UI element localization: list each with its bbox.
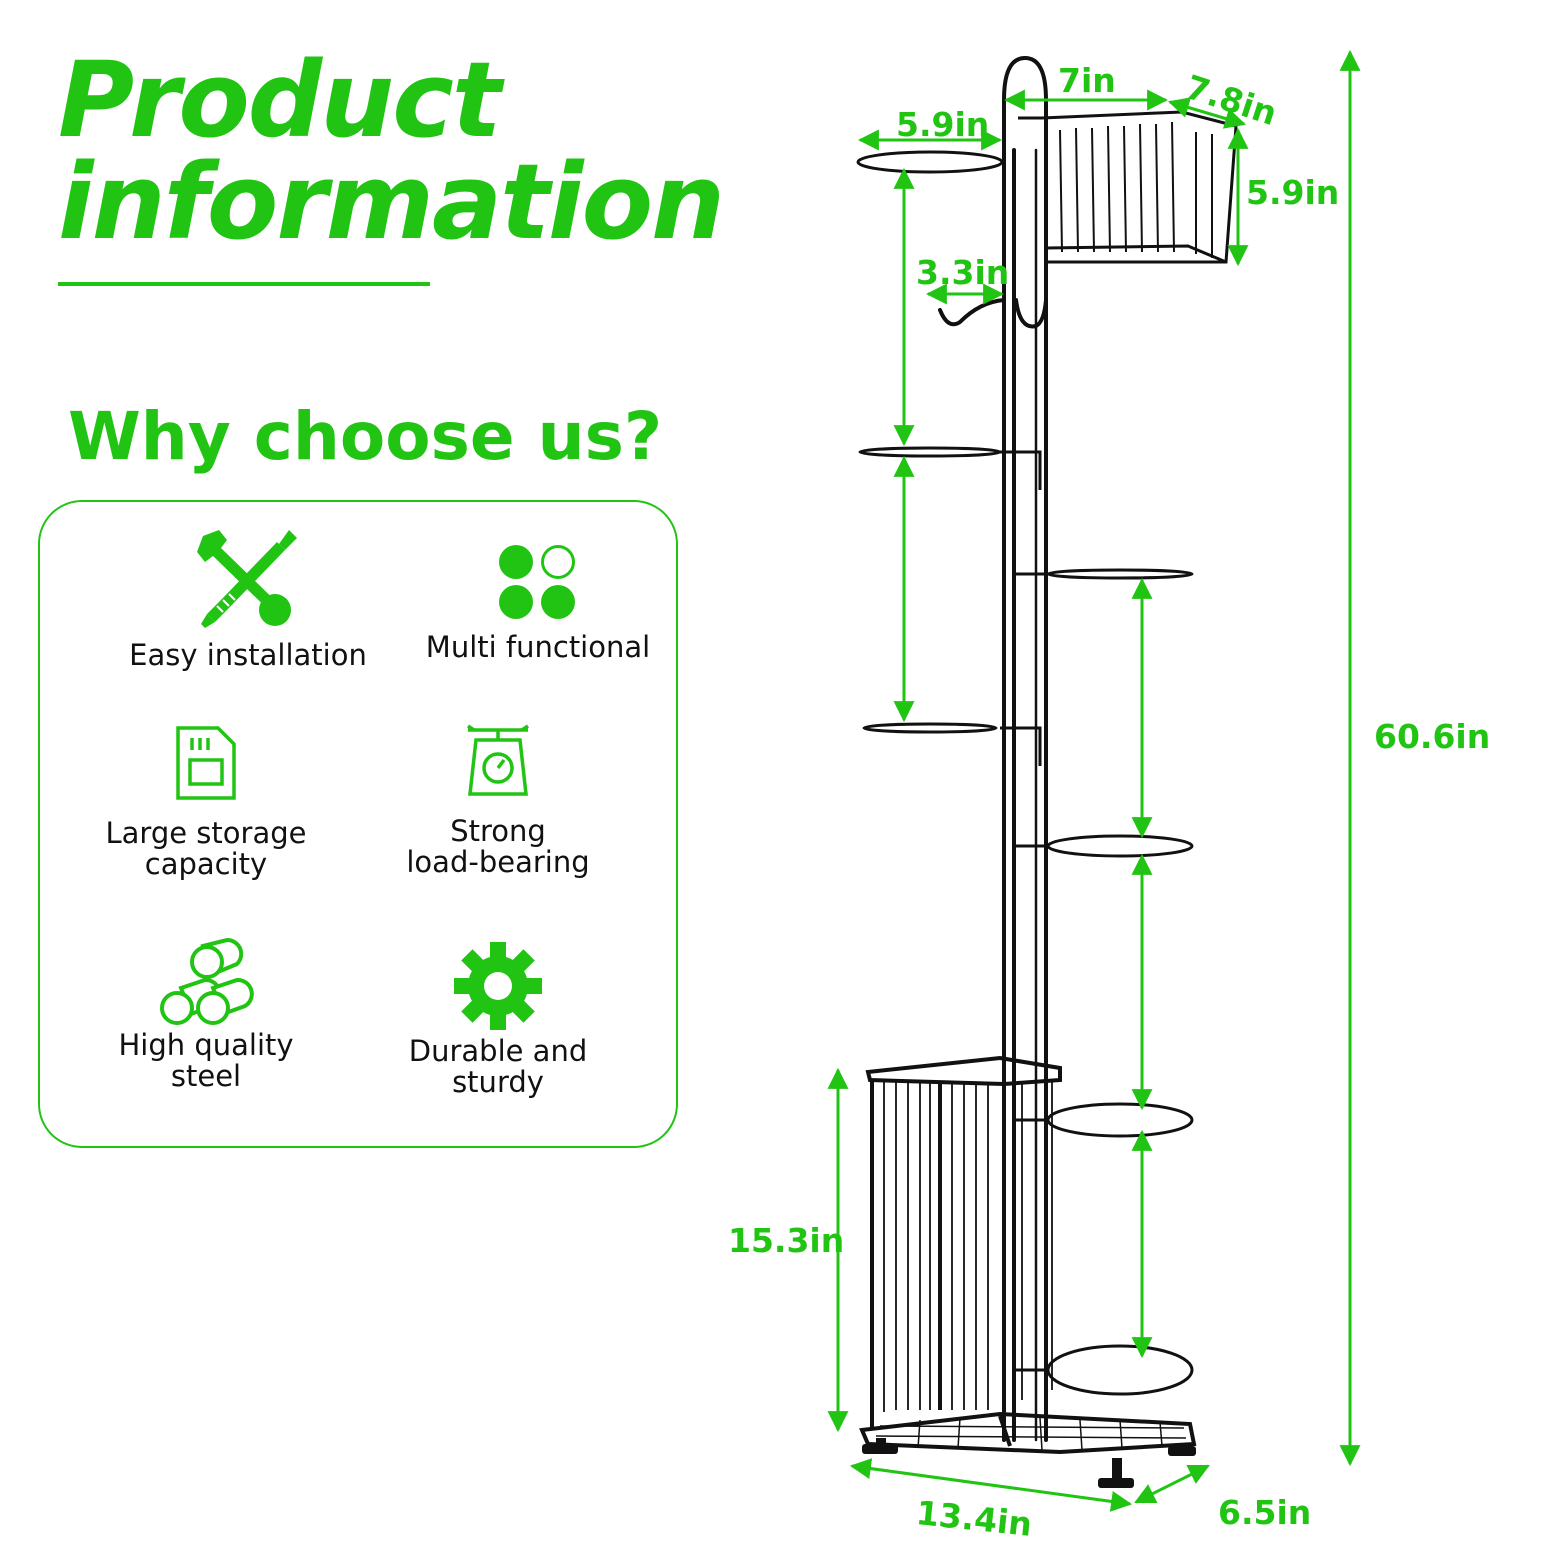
product-diagram: 5.9in 7in 7.8in 5.9in 3.3in 60.6in 15.3i…: [700, 0, 1568, 1568]
dim-hook-length: 3.3in: [916, 253, 1010, 292]
storage-card-icon: [176, 726, 236, 800]
feature-label: Large storage capacity: [105, 816, 307, 881]
scale-icon: [467, 724, 529, 796]
circles-icon: [499, 545, 575, 619]
feature-high-quality-steel: High quality steel: [66, 936, 346, 1092]
title-line-2: information: [58, 141, 725, 263]
rack-illustration: [827, 49, 1361, 1512]
dim-bin-height: 15.3in: [728, 1221, 845, 1260]
dim-base-depth: 6.5in: [1218, 1493, 1312, 1532]
feature-easy-installation: Easy installation: [108, 526, 388, 671]
dim-hook-ring-width: 5.9in: [896, 105, 990, 144]
steel-pipes-icon: [160, 937, 254, 1025]
features-panel: Easy installation Multi functional Large…: [38, 500, 678, 1148]
gear-icon: [454, 942, 542, 1030]
feature-label: Durable and sturdy: [408, 1034, 588, 1099]
feature-multi-functional: Multi functional: [398, 542, 678, 663]
title-line-1: Product: [58, 39, 502, 161]
feature-strong-load: Strong load-bearing: [358, 724, 638, 878]
why-choose-heading: Why choose us?: [68, 398, 663, 475]
dim-basket-width: 7in: [1058, 61, 1116, 100]
dim-total-height: 60.6in: [1374, 717, 1491, 756]
feature-label: Multi functional: [425, 630, 651, 664]
dim-basket-height: 5.9in: [1246, 173, 1340, 212]
title-underline: [58, 282, 430, 286]
feature-label: High quality steel: [118, 1028, 294, 1093]
wrench-screwdriver-icon: [197, 530, 297, 628]
feature-durable-sturdy: Durable and sturdy: [358, 942, 638, 1098]
feature-label: Easy installation: [129, 638, 367, 672]
feature-large-storage: Large storage capacity: [66, 724, 346, 880]
feature-label: Strong load-bearing: [406, 814, 590, 879]
